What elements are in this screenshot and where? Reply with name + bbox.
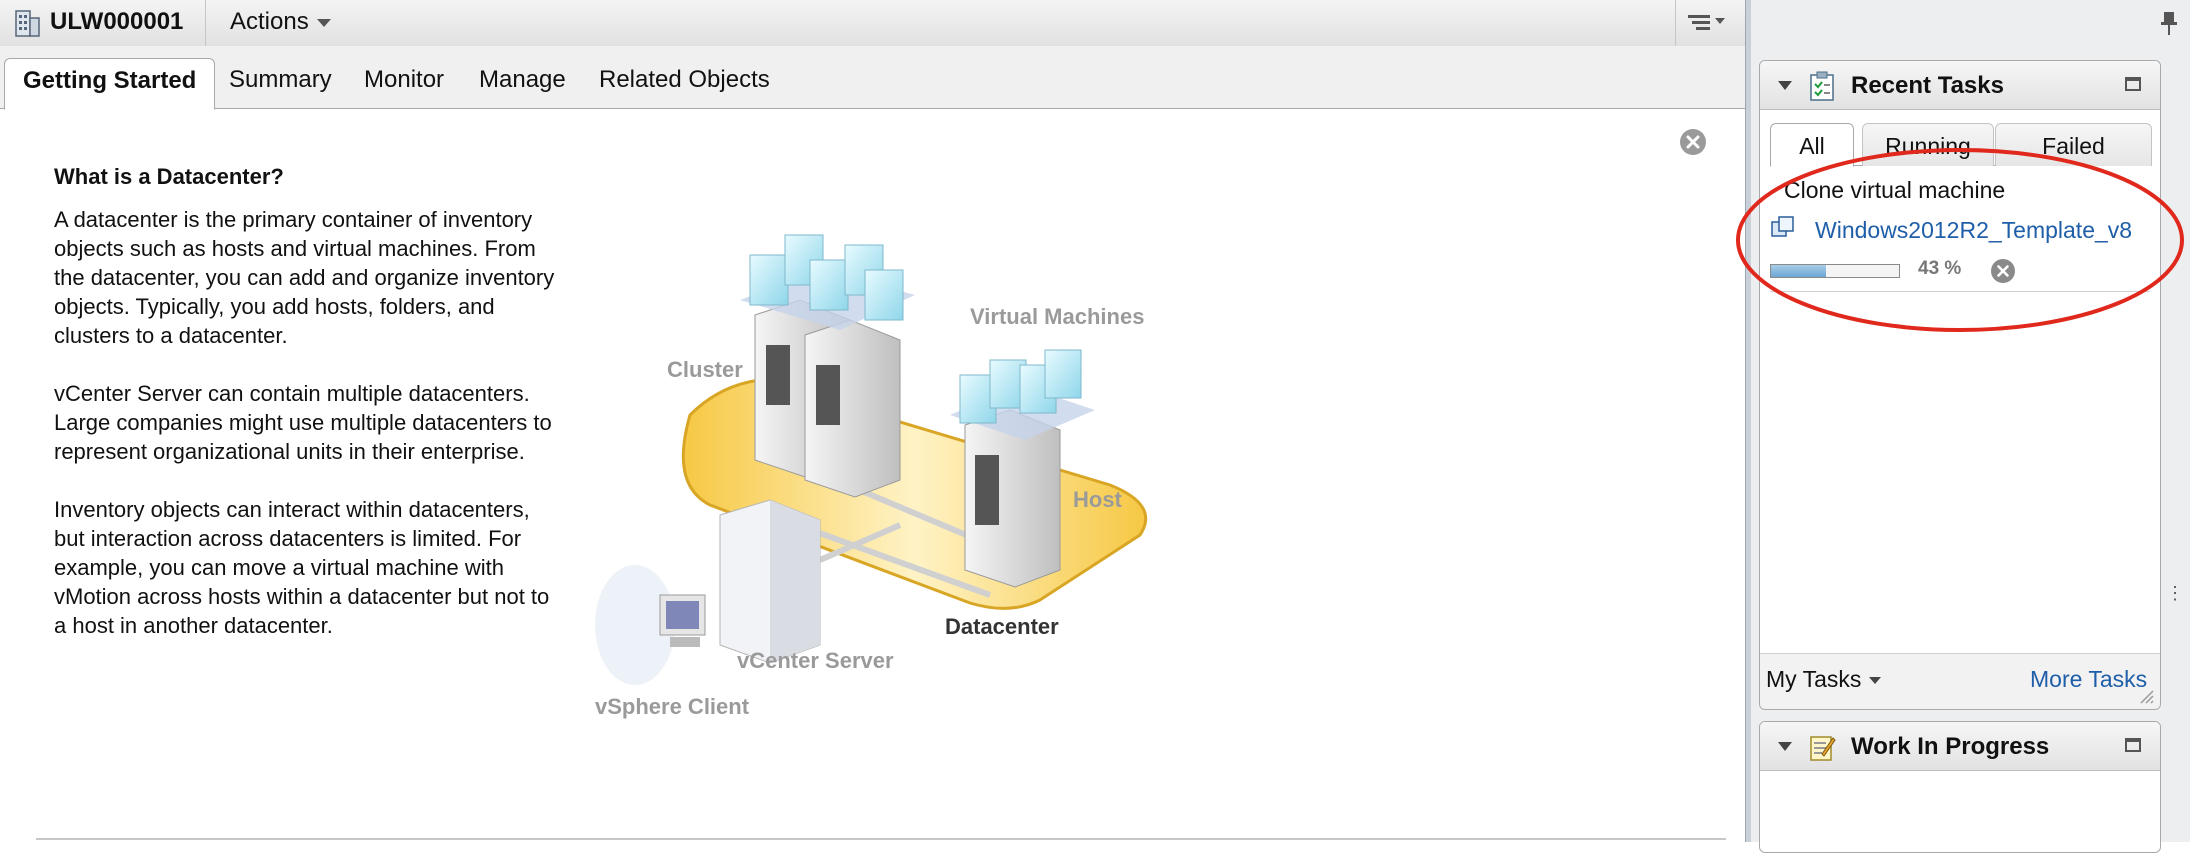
tab-summary[interactable]: Summary [229, 66, 332, 93]
help-paragraph: vCenter Server can contain multiple data… [54, 381, 552, 464]
recent-tasks-title: Recent Tasks [1851, 72, 2004, 99]
host-vms [959, 349, 1082, 424]
maximize-icon[interactable] [2125, 738, 2141, 752]
close-circle-icon[interactable] [1678, 127, 1708, 157]
help-text: A datacenter is the primary container of… [54, 205, 564, 669]
diagram-label-vcenter-server: vCenter Server [737, 648, 894, 673]
list-options-icon [1688, 15, 1725, 30]
work-in-progress-title: Work In Progress [1851, 733, 2050, 760]
notepad-pencil-icon [1810, 736, 1836, 761]
recent-tasks-footer: My Tasks More Tasks [1760, 653, 2160, 709]
tab-getting-started[interactable]: Getting Started [4, 58, 216, 110]
tab-failed[interactable]: Failed [1995, 123, 2152, 166]
more-tasks-link[interactable]: More Tasks [2030, 666, 2148, 692]
my-tasks-label: My Tasks [1766, 666, 1862, 692]
recent-tasks-portlet: Recent Tasks All Running Failed Clone vi… [1759, 60, 2161, 710]
help-paragraph: Inventory objects can interact within da… [54, 497, 550, 638]
vcenter-server [719, 499, 821, 664]
virtual-machine-icon [1771, 216, 1794, 237]
task-filter-tabs: All Running Failed [1770, 123, 2152, 167]
work-in-progress-portlet: Work In Progress [1759, 721, 2161, 853]
diagram-label-virtual-machines: Virtual Machines [970, 304, 1145, 329]
cancel-task-icon[interactable] [1990, 258, 2016, 284]
maximize-icon[interactable] [2125, 77, 2141, 91]
diagram-label-host: Host [1073, 487, 1122, 512]
tab-monitor[interactable]: Monitor [364, 66, 445, 93]
tab-running[interactable]: Running [1862, 123, 1994, 166]
diagram-label-datacenter: Datacenter [945, 614, 1059, 639]
view-options-button[interactable] [1675, 0, 1746, 46]
collapse-triangle-icon[interactable] [1778, 81, 1792, 90]
task-target-link[interactable]: Windows2012R2_Template_v8 [1815, 217, 2133, 243]
vsphere-client [595, 565, 706, 685]
object-tabs: Getting Started Summary Monitor Manage R… [0, 46, 1745, 110]
main-panel: ULW000001 Actions Getting Started Summar… [0, 0, 1745, 842]
chevron-down-icon [316, 18, 331, 27]
portlet-header: Work In Progress [1760, 722, 2160, 771]
diagram-label-cluster: Cluster [667, 357, 743, 382]
resize-handle-icon[interactable]: ⋮⋮ [2166, 583, 2190, 603]
header-divider [205, 0, 206, 46]
my-tasks-dropdown[interactable]: My Tasks [1766, 666, 1882, 693]
object-title: ULW000001 [50, 8, 184, 35]
host-server [964, 409, 1061, 588]
collapse-triangle-icon[interactable] [1778, 742, 1792, 751]
task-clipboard-icon [1810, 71, 1834, 101]
pin-icon[interactable] [2158, 10, 2180, 36]
portlet-header: Recent Tasks [1760, 61, 2160, 110]
task-divider [1770, 291, 2150, 292]
datacenter-icon [15, 10, 40, 37]
task-name: Clone virtual machine [1784, 177, 2006, 203]
object-header-bar: ULW000001 Actions [0, 0, 1745, 47]
help-heading: What is a Datacenter? [54, 164, 284, 189]
tab-related-objects[interactable]: Related Objects [599, 66, 770, 93]
cluster-vms [749, 234, 904, 321]
actions-menu-button[interactable]: Actions [230, 7, 331, 37]
cluster-servers [754, 299, 901, 498]
datacenter-diagram [595, 234, 1148, 685]
actions-label: Actions [230, 8, 309, 35]
diagram-label-vsphere-client: vSphere Client [595, 694, 750, 719]
task-progress-bar [1770, 264, 1900, 278]
task-progress-fill [1771, 265, 1827, 277]
chevron-down-icon [1869, 677, 1882, 685]
tab-all[interactable]: All [1770, 123, 1854, 167]
resize-grip-icon[interactable] [2140, 690, 2154, 704]
help-paragraph: A datacenter is the primary container of… [54, 207, 555, 348]
tab-manage[interactable]: Manage [479, 66, 566, 93]
task-progress-label: 43 % [1918, 258, 1962, 279]
content-divider [36, 838, 1726, 840]
